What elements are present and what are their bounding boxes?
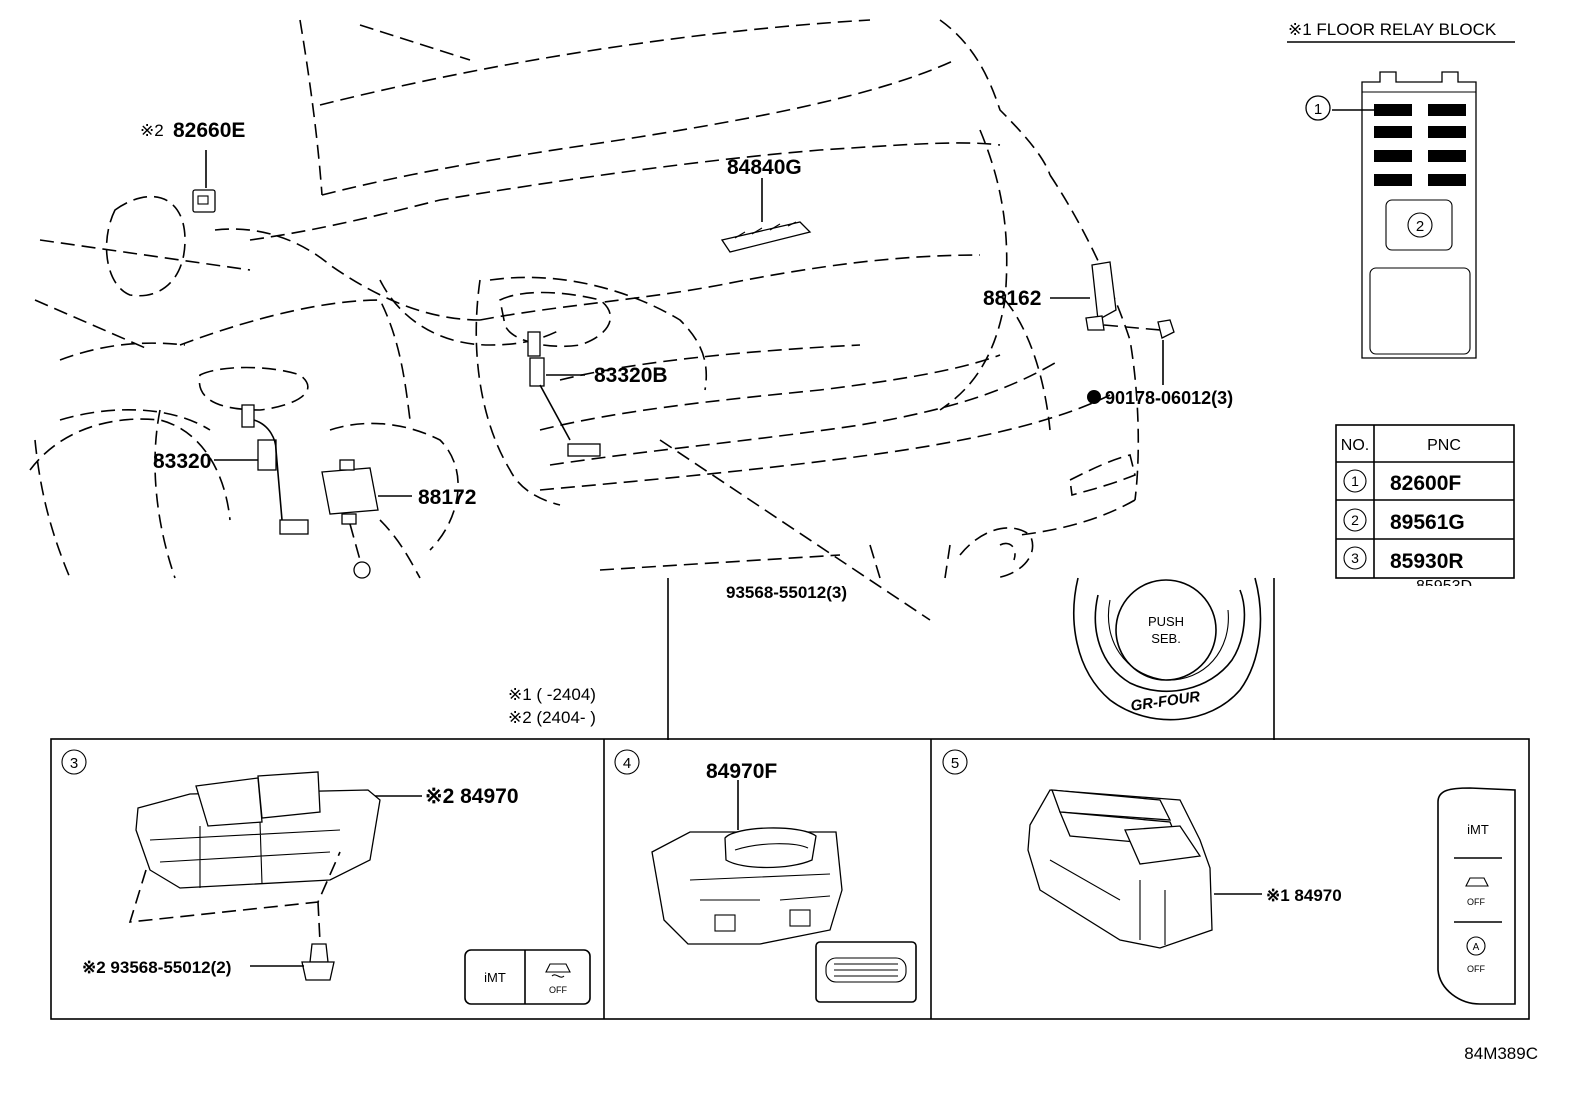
panel-3-switch-right: OFF xyxy=(549,985,567,995)
table-row-no: 1 xyxy=(1351,473,1359,489)
panel-5-switch-2: OFF xyxy=(1467,897,1485,907)
cut-text: 85953D xyxy=(1416,578,1472,595)
panel-3 xyxy=(61,749,591,1005)
cut-text-clip: 85953D xyxy=(1416,578,1472,595)
relay-block-drawing xyxy=(1305,71,1477,359)
relay-table xyxy=(1335,424,1515,579)
note-1: ※1 ( -2404) xyxy=(508,685,596,704)
sensor-83320-part xyxy=(214,404,309,535)
relay-item-1-marker: 1 xyxy=(1314,101,1322,118)
callout-88162: 88162 xyxy=(983,287,1041,310)
panel-4 xyxy=(614,749,917,1003)
relay-item-2-marker: 2 xyxy=(1416,218,1424,235)
table-row-no: 3 xyxy=(1351,550,1359,566)
panel-5-switch-3: OFF xyxy=(1467,964,1485,974)
note-2: ※2 (2404- ) xyxy=(508,708,596,727)
brand-text: GR-FOUR xyxy=(1130,688,1202,715)
callout-90178: 90178-06012(3) xyxy=(1105,388,1233,408)
callout-82660e: 82660E xyxy=(173,119,245,142)
table-row-no: 2 xyxy=(1351,512,1359,528)
table-row-pnc: 85930R xyxy=(1390,550,1464,573)
callout-88172: 88172 xyxy=(418,486,476,509)
callout-83320b: 83320B xyxy=(594,364,668,387)
figure-code: 84M389C xyxy=(1464,1044,1538,1063)
panel-5-switch-1: iMT xyxy=(1467,822,1489,837)
panel-4-number: 4 xyxy=(623,755,631,772)
push-text: PUSH xyxy=(1148,614,1184,629)
panel-3-label: ※2 84970 xyxy=(425,785,519,808)
panel-5-label: ※1 84970 xyxy=(1266,886,1342,905)
table-header-pnc: PNC xyxy=(1427,437,1461,454)
vehicle-rear-outline xyxy=(29,19,1140,579)
switch-84840g-part xyxy=(720,178,812,253)
panel-5 xyxy=(942,749,1516,1005)
callout-82660e-mark: ※2 xyxy=(140,121,164,140)
panel-3-number: 3 xyxy=(70,755,78,772)
sensor-83320b-part xyxy=(527,331,601,457)
seb-text: SEB. xyxy=(1151,631,1181,646)
relay-82660e-part xyxy=(192,150,216,213)
callout-83320: 83320 xyxy=(153,450,211,473)
module-88172-part xyxy=(321,459,412,579)
panel-5-number: 5 xyxy=(951,755,959,772)
bottom-panels-frame xyxy=(50,738,1530,1020)
panel-3-bolt-label: ※2 93568-55012(2) xyxy=(82,958,231,977)
panel-3-switch-left: iMT xyxy=(484,970,506,985)
panel-5-switch-3-letter: A xyxy=(1473,942,1480,953)
sensor-88162-part xyxy=(1050,261,1175,385)
push-start-button: PUSH SEB. GR-FOUR xyxy=(1073,577,1262,721)
table-row-pnc: 82600F xyxy=(1390,472,1461,495)
callout-84840g: 84840G xyxy=(727,156,802,179)
table-row-pnc: 89561G xyxy=(1390,511,1465,534)
callout-93568: 93568-55012(3) xyxy=(726,583,847,602)
panel-4-label: 84970F xyxy=(706,760,777,783)
table-header-no: NO. xyxy=(1341,437,1369,454)
relay-block-title: ※1 FLOOR RELAY BLOCK xyxy=(1288,20,1497,39)
leader-93568 xyxy=(659,439,931,621)
bullet-mark xyxy=(1087,390,1101,404)
